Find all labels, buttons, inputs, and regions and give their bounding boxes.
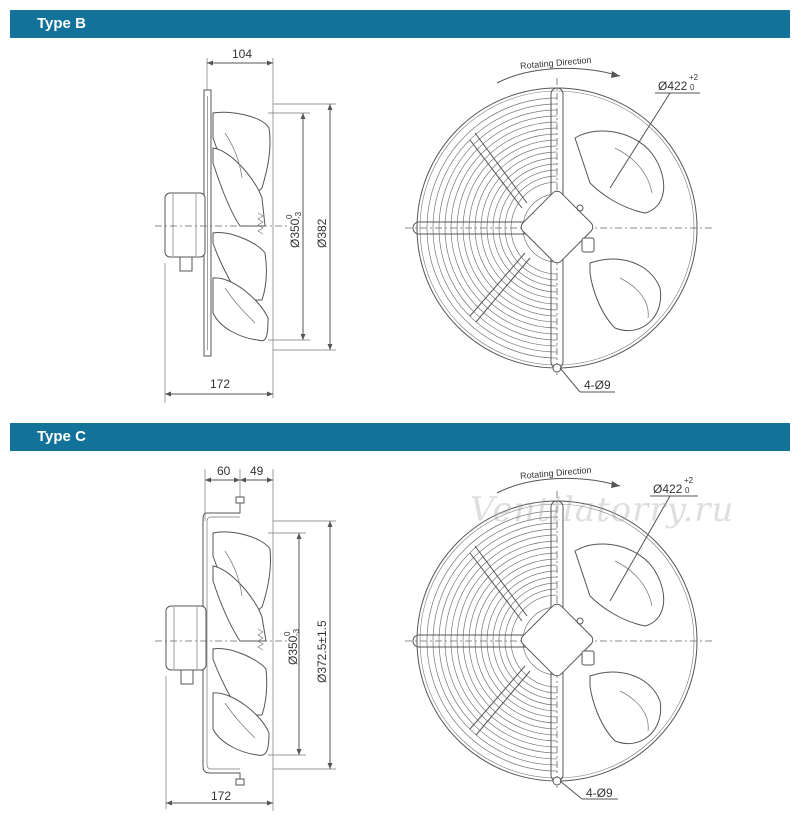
section-header-type-b: Type B bbox=[10, 10, 790, 38]
leader-holes bbox=[559, 780, 583, 800]
tol-lower: -3 bbox=[294, 211, 303, 219]
dim-49: 49 bbox=[250, 464, 264, 478]
tol-upper: +2 bbox=[689, 73, 699, 82]
tol-lower: 0 bbox=[685, 486, 690, 495]
mount-hole bbox=[552, 363, 562, 373]
blade-4 bbox=[212, 277, 269, 342]
tol-upper: +2 bbox=[684, 476, 694, 485]
rotation-arrow bbox=[496, 67, 621, 84]
blade-2 bbox=[212, 565, 267, 642]
dim-104: 104 bbox=[232, 47, 252, 61]
type-c-drawing: 60 49 bbox=[0, 451, 800, 824]
dia-422-label: Ø422 bbox=[653, 482, 683, 496]
hub-spring bbox=[257, 212, 264, 235]
leader-422 bbox=[609, 92, 671, 189]
mount-hole bbox=[552, 776, 562, 786]
dia-372-label: Ø372.5±1.5 bbox=[315, 620, 329, 683]
front-blade-2 bbox=[589, 671, 662, 745]
type-c-svg: 60 49 bbox=[155, 464, 712, 811]
tol-upper: 0 bbox=[285, 214, 294, 219]
tol-lower: -3 bbox=[292, 628, 301, 636]
side-view: 104 Ø350 bbox=[155, 47, 336, 403]
guard-rings bbox=[426, 510, 558, 772]
cable-gland bbox=[179, 256, 193, 272]
side-view: 60 49 bbox=[155, 464, 336, 811]
leader-422 bbox=[609, 495, 671, 602]
front-blade-1 bbox=[574, 130, 665, 214]
tol-lower: 0 bbox=[690, 83, 695, 92]
rotation-arrow bbox=[496, 477, 621, 494]
type-b-drawing: 104 Ø350 bbox=[0, 38, 800, 410]
tol-upper: 0 bbox=[283, 631, 292, 636]
dia-350-label: Ø350 bbox=[286, 635, 300, 665]
hub-spring bbox=[257, 628, 264, 651]
holes-label: 4-Ø9 bbox=[586, 786, 613, 800]
blade-3 bbox=[212, 232, 267, 301]
motor-body bbox=[164, 192, 206, 258]
cable-gland bbox=[180, 669, 194, 685]
motor-square bbox=[520, 603, 594, 677]
section-title: Type B bbox=[37, 15, 86, 32]
section-header-type-c: Type C bbox=[10, 423, 790, 451]
guard-rings bbox=[426, 97, 558, 359]
front-blade-2 bbox=[589, 258, 662, 332]
watermark: Ventilatorry.ru bbox=[470, 490, 735, 530]
blade-2 bbox=[212, 147, 266, 227]
dim-172: 172 bbox=[210, 377, 230, 391]
dia-422-label: Ø422 bbox=[658, 79, 688, 93]
section-title: Type C bbox=[37, 428, 86, 445]
front-view: Rotating Direction bbox=[405, 55, 712, 393]
leader-holes bbox=[559, 367, 581, 393]
dia-382-label: Ø382 bbox=[315, 218, 329, 248]
type-b-svg: 104 Ø350 bbox=[155, 47, 712, 403]
dia-350-label: Ø350 bbox=[288, 218, 302, 248]
motor-body bbox=[165, 605, 207, 671]
front-view: Rotating Direction bbox=[405, 465, 712, 800]
dim-172: 172 bbox=[211, 789, 231, 803]
blade-4 bbox=[212, 692, 270, 756]
dim-60: 60 bbox=[217, 464, 231, 478]
motor-square bbox=[520, 190, 594, 264]
holes-label: 4-Ø9 bbox=[584, 378, 611, 392]
blade-3 bbox=[212, 648, 268, 716]
